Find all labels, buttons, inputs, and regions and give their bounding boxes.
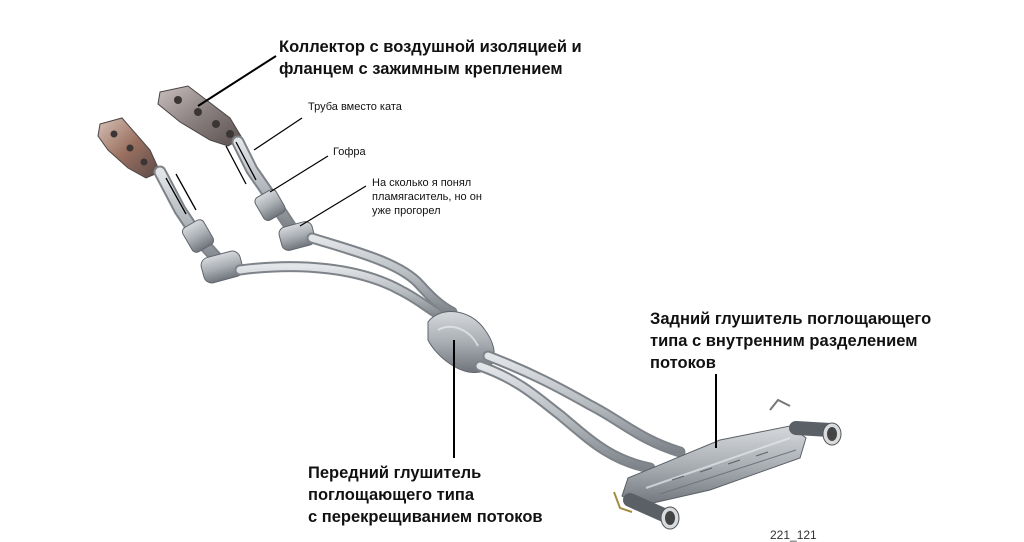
manifold-upper	[157, 85, 243, 147]
tailpipe-right	[769, 398, 842, 446]
label-manifold-line-2: фланцем с зажимным креплением	[279, 60, 563, 78]
label-front-muffler: Передний глушитель поглощающего типа с п…	[308, 462, 543, 528]
right-flex-section	[254, 189, 286, 221]
leader-flex	[269, 155, 329, 193]
label-arrester-line-3: уже прогорел	[372, 205, 441, 217]
label-front-muffler-line-1: Передний глушитель	[308, 464, 482, 482]
label-rear-muffler-line-2: типа с внутренним разделением	[650, 332, 918, 350]
label-arrester: На сколько я понял пламягаситель, но он …	[372, 176, 482, 218]
label-front-muffler-line-2: поглощающего типа	[308, 486, 475, 504]
label-manifold-line-1: Коллектор с воздушной изоляцией и	[279, 38, 582, 56]
label-rear-muffler-line-1: Задний глушитель поглощающего	[650, 310, 932, 328]
label-flex: Гофра	[333, 146, 366, 158]
rear-muffler	[621, 425, 807, 507]
label-manifold: Коллектор с воздушной изоляцией и фланце…	[279, 36, 582, 80]
right-resonator	[278, 221, 316, 251]
label-front-muffler-line-3: с перекрещиванием потоков	[308, 508, 543, 526]
tailpipe-left	[613, 491, 680, 530]
label-arrester-line-2: пламягаситель, но он	[372, 191, 482, 203]
label-rear-muffler: Задний глушитель поглощающего типа с вну…	[650, 308, 931, 374]
leader-manifold	[197, 55, 277, 107]
leader-arrester	[299, 185, 367, 227]
cat-bracket-marks	[165, 141, 257, 215]
label-rear-muffler-line-3: потоков	[650, 354, 716, 372]
main-pipes	[234, 232, 458, 324]
leader-lines	[197, 55, 717, 458]
figure-number: 221_121	[770, 528, 817, 542]
leader-pipe-instead-of-cat	[253, 117, 303, 151]
left-flex-section	[181, 219, 215, 253]
mid-pipes	[474, 350, 686, 474]
left-resonator	[200, 250, 244, 284]
manifold-lower	[97, 117, 161, 179]
left-downpipe	[153, 165, 227, 269]
label-pipe-instead-of-cat: Труба вместо ката	[308, 101, 402, 113]
label-arrester-line-1: На сколько я понял	[372, 177, 472, 189]
